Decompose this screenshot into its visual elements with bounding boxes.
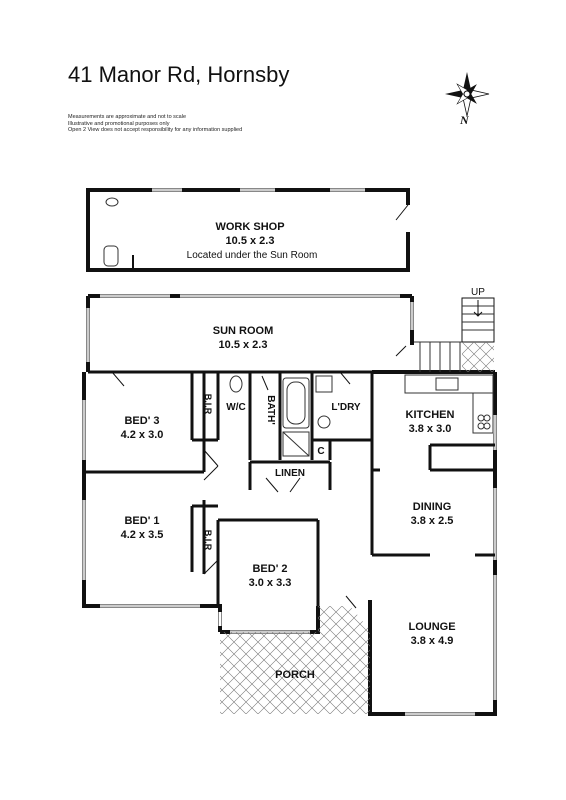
page-title: 41 Manor Rd, Hornsby — [68, 62, 290, 87]
bir-top-label: B.I.R — [203, 394, 213, 415]
porch-label: PORCH — [275, 669, 315, 681]
laundry-label: L'DRY — [331, 402, 361, 413]
north-label: N — [459, 113, 470, 126]
wc-label: W/C — [226, 402, 245, 413]
bed2-dims: 3.0 x 3.3 — [249, 577, 292, 589]
doors — [111, 345, 407, 609]
kitchen-dims: 3.8 x 3.0 — [409, 423, 452, 435]
lounge-dims: 3.8 x 4.9 — [411, 635, 454, 647]
porch-area — [220, 606, 370, 714]
bath-label: BATH' — [265, 395, 276, 424]
bed3-dims: 4.2 x 3.0 — [121, 429, 164, 441]
disclaimer-line: Open 2 View does not accept responsibili… — [68, 127, 243, 133]
workshop-room — [86, 188, 411, 272]
lounge-name: LOUNGE — [408, 621, 455, 633]
sunroom-room — [86, 294, 414, 374]
interior-walls — [84, 372, 495, 606]
bed1-dims: 4.2 x 3.5 — [121, 529, 164, 541]
dining-name: DINING — [413, 501, 452, 513]
stairs — [414, 297, 495, 372]
workshop-name: WORK SHOP — [215, 221, 284, 233]
disclaimer-line: Measurements are approximate and not to … — [68, 114, 187, 120]
disclaimer: Measurements are approximate and not to … — [68, 114, 242, 134]
sunroom-dims: 10.5 x 2.3 — [219, 339, 268, 351]
stairs-up-label: UP — [471, 287, 485, 298]
bed2-name: BED' 2 — [252, 563, 287, 575]
bir-bottom-label: B.I.R — [203, 530, 213, 551]
workshop-note: Located under the Sun Room — [187, 250, 318, 261]
cupboard-label: C — [317, 446, 324, 457]
disclaimer-line: Illustrative and promotional purposes on… — [68, 120, 170, 127]
compass-rose-icon: N — [445, 72, 490, 126]
bed1-name: BED' 1 — [124, 515, 159, 527]
linen-label: LINEN — [275, 468, 305, 479]
bathroom-fixtures — [229, 375, 333, 457]
kitchen-bench — [404, 374, 494, 434]
bed3-name: BED' 3 — [124, 415, 159, 427]
sunroom-name: SUN ROOM — [213, 325, 274, 337]
kitchen-name: KITCHEN — [406, 409, 455, 421]
dining-dims: 3.8 x 2.5 — [411, 515, 454, 527]
workshop-dims: 10.5 x 2.3 — [226, 235, 275, 247]
